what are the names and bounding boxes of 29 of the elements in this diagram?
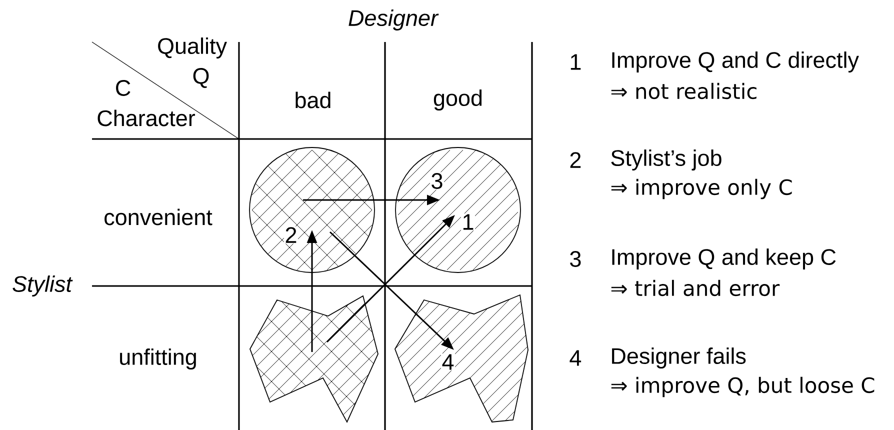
item-number: 4 — [570, 350, 582, 366]
item-number: 3 — [570, 251, 581, 267]
item-text: Improve Q and keep C — [612, 248, 836, 270]
hatched-circle — [395, 147, 521, 273]
hatched-circle — [249, 147, 375, 273]
item-number: 1 — [570, 54, 581, 70]
row-header: convenient — [104, 208, 212, 226]
edge-label: 2 — [284, 226, 298, 244]
item-text: Improve Q and C directly — [612, 52, 859, 72]
item-text: Stylist’s job — [611, 150, 722, 170]
item-text: ⇒ trial and error — [611, 280, 780, 296]
item-text: ⇒ not realistic — [611, 82, 756, 100]
item-text: Designer fails — [612, 348, 746, 368]
item-text: ⇒ improve Q, but loose C — [611, 376, 874, 398]
axis-title: Stylist — [12, 276, 73, 296]
item-number: 2 — [570, 152, 581, 168]
header-text: Quality — [158, 38, 227, 58]
edge-label: 4 — [440, 353, 456, 371]
column-header: bad — [296, 92, 330, 108]
row-header: unfitting — [120, 348, 196, 370]
hatched-shape — [250, 295, 378, 423]
edge-label: 1 — [460, 213, 476, 231]
axis-title: Designer — [348, 10, 439, 30]
header-text: Character — [98, 110, 196, 126]
column-header: good — [434, 90, 482, 110]
header-text: C — [116, 80, 130, 96]
header-text: Q — [193, 68, 209, 88]
edge-label: 3 — [430, 172, 444, 190]
item-text: ⇒ improve only C — [611, 178, 792, 200]
